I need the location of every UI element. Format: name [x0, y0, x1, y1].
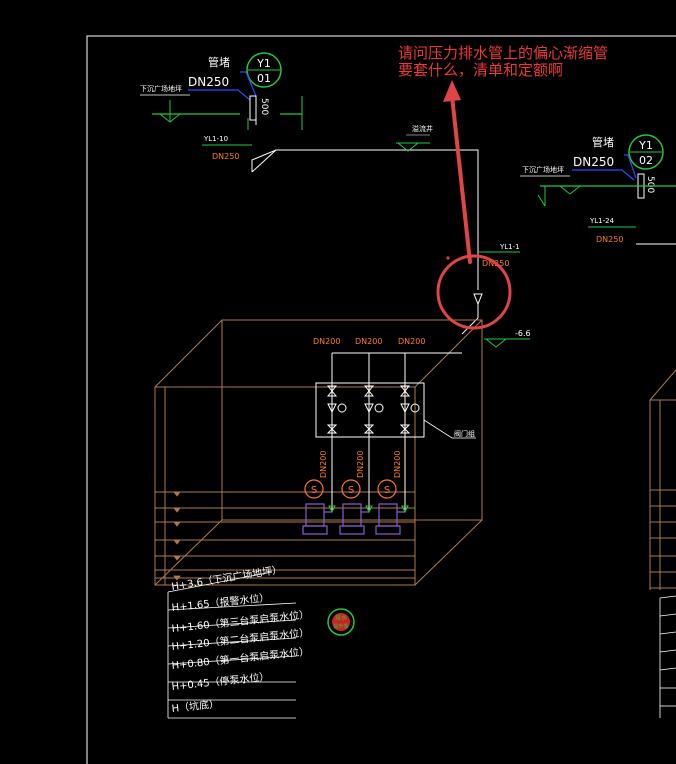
pump-symbol-circle — [304, 479, 324, 499]
outlet-right-tag-bottom: 02 — [639, 154, 653, 167]
annotation-arrow — [450, 94, 472, 264]
pump-body-1 — [305, 503, 325, 527]
lower-valve-icon — [363, 424, 375, 434]
pump-symbol-glyph: S — [384, 485, 390, 496]
level-label-2: H+1.65（报警水位） — [171, 591, 270, 614]
level-value: -6.6 — [515, 329, 531, 338]
outlet-right-ground: 下沉广场地坪 — [522, 165, 564, 174]
pump-valve-icon — [401, 505, 409, 514]
annotation-line-2: 要套什么，清单和定额啊 — [398, 61, 563, 79]
blue-leader-line — [188, 89, 251, 101]
level-label-6: H+0.45（停泵水位） — [171, 670, 270, 693]
overflow-label: 溢流井 — [412, 124, 433, 133]
outlet-right-title: 管堵 — [592, 135, 614, 149]
outlet-stub-label: 500 — [259, 98, 269, 115]
right-level-labels — [659, 595, 676, 718]
outlet-tag-top: Y1 — [256, 57, 271, 70]
pump-symbol-glyph: S — [311, 485, 317, 496]
annotation-arrowhead — [443, 80, 461, 102]
branch-vertical-size-2: DN200 — [356, 451, 365, 478]
outlet-right-size: DN250 — [573, 155, 614, 169]
pump-symbol-circle — [377, 479, 397, 499]
right-tank-partial — [649, 369, 676, 590]
outlet-right-pipe-code: YL1-24 — [589, 217, 615, 225]
outlet-tag-circle — [246, 52, 282, 88]
pump-symbol-circle — [341, 479, 361, 499]
gate-valve-icon — [399, 385, 411, 397]
annotation-highlight-circle — [436, 254, 512, 330]
outlet-right-stub: 500 — [645, 176, 655, 193]
pressure-gauge-icon — [374, 403, 384, 413]
branch-size-3: DN200 — [398, 337, 425, 346]
outlet-title: 管堵 — [208, 55, 230, 69]
stamp-line1: 排水 — [335, 614, 347, 622]
check-valve-icon — [364, 403, 374, 414]
pump-base-2 — [339, 525, 365, 535]
valve-group-label: 阀门组 — [454, 429, 475, 438]
pump-valve-icon — [365, 505, 373, 514]
check-valve-icon — [400, 403, 410, 414]
level-labels: H+3.6（下沉广场地坪） H+1.65（报警水位） H+1.60（第三台泵启泵… — [167, 563, 310, 719]
pipe-code: YL1-10 — [203, 135, 228, 143]
pump-valve-icon — [328, 505, 336, 514]
pump-base-3 — [375, 525, 401, 535]
valve-group-box — [315, 382, 425, 438]
outlet-right: Y1 02 管堵 DN250 下沉广场地坪 500 YL1-24 DN250 — [520, 134, 676, 245]
pump-body-3 — [378, 503, 398, 527]
lower-valve-icon — [399, 424, 411, 434]
eccentric-reducer[interactable] — [473, 293, 483, 306]
ground-label: 下沉广场地坪 — [140, 84, 182, 93]
riser-code: YL1-1 — [499, 243, 520, 251]
lower-valve-icon — [326, 424, 338, 434]
branch-size-2: DN200 — [355, 337, 382, 346]
branch-vertical-size-1: DN200 — [319, 451, 328, 478]
pump-symbol-glyph: S — [348, 485, 354, 496]
branch-vertical-size-3: DN200 — [393, 451, 402, 478]
outlet-tag-bottom: 01 — [257, 72, 271, 85]
pump-stamp: 排水 提升泵 — [327, 608, 355, 636]
outlet-size: DN250 — [188, 75, 229, 89]
pressure-gauge-icon — [337, 403, 347, 413]
drawing-frame — [86, 35, 676, 764]
outlet-right-pipe-size: DN250 — [596, 235, 623, 244]
gate-valve-icon — [363, 385, 375, 397]
pump-body-2 — [342, 503, 362, 527]
pressure-gauge-icon — [410, 403, 420, 413]
level-mark — [485, 338, 507, 348]
outlet-right-tag-top: Y1 — [638, 139, 653, 152]
branch-size-1: DN200 — [313, 337, 340, 346]
stamp-line2: 提升泵 — [333, 623, 348, 630]
pump-base-1 — [302, 525, 328, 535]
question-annotation: 请问压力排水管上的偏心渐缩管 要套什么，清单和定额啊 — [398, 44, 608, 330]
pipe-size-label: DN250 — [212, 152, 239, 161]
outlet-stub — [249, 95, 257, 121]
gate-valve-icon — [326, 385, 338, 397]
outlet-left: Y1 01 管堵 DN250 下沉广场地坪 500 YL1-10 DN250 — [140, 52, 303, 161]
overflow-mark — [397, 142, 419, 152]
annotation-line-1: 请问压力排水管上的偏心渐缩管 — [398, 44, 608, 62]
pressure-drain-pipe[interactable] — [251, 149, 479, 290]
check-valve-icon — [327, 403, 337, 414]
